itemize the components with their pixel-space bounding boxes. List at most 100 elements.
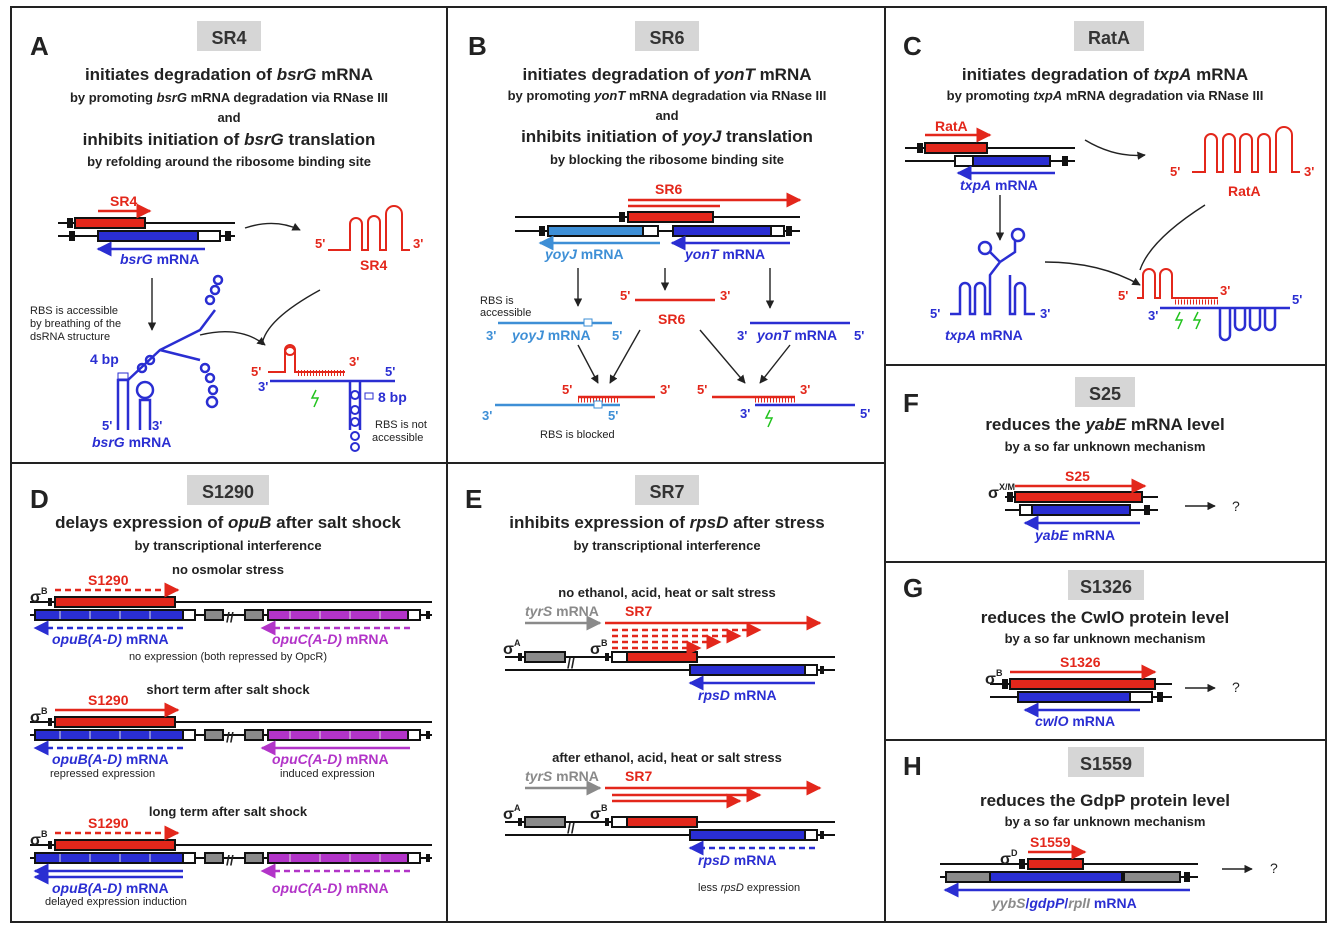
- label-3p-fold: 3': [152, 418, 162, 433]
- merge-arrow-2: [261, 289, 321, 346]
- induced-note: induced expression: [280, 768, 375, 780]
- condition-3: long term after salt shock: [149, 804, 308, 819]
- subtitle-1: by promoting txpA mRNA degradation via R…: [947, 88, 1264, 103]
- srna-tag: [1068, 570, 1144, 600]
- title-1: reduces the yabE mRNA level: [985, 415, 1224, 434]
- subtitle-1: by promoting yonT mRNA degradation via R…: [508, 88, 827, 103]
- label-3p: 3': [1220, 283, 1230, 298]
- panel-letter: C: [903, 31, 922, 61]
- gene-label: S1326: [1060, 654, 1101, 670]
- srna-tag: [1074, 21, 1144, 51]
- merge-arrow: [199, 330, 266, 346]
- gene-label: SR4: [110, 193, 137, 209]
- label-5p: 5': [562, 382, 572, 397]
- srna-tag-label: S1326: [1080, 577, 1132, 597]
- rpsd-mrna-label: rpsD mRNA: [698, 852, 777, 868]
- label-5p-fold: 5': [102, 418, 112, 433]
- panel-letter: D: [30, 484, 49, 514]
- gene-label: SR7: [625, 603, 652, 619]
- curved-arrow: [1084, 139, 1146, 160]
- subtitle-1: by transcriptional interference: [134, 538, 321, 553]
- operon-mrna-label: yybS/gdpP/rplI mRNA: [991, 895, 1137, 911]
- bp4-label: 4 bp: [90, 351, 119, 367]
- label-5p: 5': [930, 306, 940, 321]
- yabe-mrna-label: yabE mRNA: [1034, 527, 1115, 543]
- label-3p: 3': [1304, 164, 1314, 179]
- srna-tag: [197, 21, 261, 51]
- condition-2: short term after salt shock: [146, 682, 310, 697]
- merge-arrow-2: [1139, 204, 1206, 271]
- tyrs-mrna-label: tyrS mRNA: [525, 768, 599, 784]
- subtitle-2: by refolding around the ribosome binding…: [87, 154, 371, 169]
- label-5p: 5': [1170, 164, 1180, 179]
- title-1: initiates degradation of bsrG mRNA: [85, 65, 373, 84]
- panel-a: A SR4 initiates degradation of bsrG mRNA…: [30, 21, 427, 452]
- break-mark: //: [226, 852, 234, 868]
- label-5p: 5': [620, 288, 630, 303]
- less-rpsd-note: less rpsD expression: [698, 882, 800, 894]
- label-3p: 3': [482, 408, 492, 423]
- rbs-blocked: RBS is blocked: [540, 429, 615, 441]
- yoyj-mrna-label: yoyJ mRNA: [544, 246, 624, 262]
- panel-letter: F: [903, 388, 919, 418]
- gene-label: S1559: [1030, 834, 1071, 850]
- srna-tag-label: SR7: [649, 482, 684, 502]
- gene-label: S1290: [88, 692, 129, 708]
- title-1: reduces the GdpP protein level: [980, 791, 1230, 810]
- panel-borders: [10, 6, 1327, 923]
- duplex-a: [268, 344, 395, 452]
- break-mark: //: [567, 820, 575, 836]
- no-expression-note: no expression (both repressed by OpcR): [129, 651, 327, 663]
- label-3p-blue: 3': [258, 379, 268, 394]
- arrow: [609, 329, 641, 384]
- title-1: initiates degradation of txpA mRNA: [962, 65, 1248, 84]
- srna-tag-label: S1559: [1080, 754, 1132, 774]
- merge-arrow: [1044, 261, 1141, 286]
- label-3p: 3': [720, 288, 730, 303]
- rbs-not-2: accessible: [372, 432, 423, 444]
- label-5p: 5': [1292, 292, 1302, 307]
- condition-1: no ethanol, acid, heat or salt stress: [558, 585, 775, 600]
- opuc-mrna-label: opuC(A-D) mRNA: [272, 880, 389, 896]
- srna-tag: [635, 21, 699, 51]
- gene-label: S1290: [88, 572, 129, 588]
- panel-c: C RatA initiates degradation of txpA mRN…: [903, 21, 1314, 343]
- delayed-note: delayed expression induction: [45, 896, 187, 908]
- srna-tag: [1068, 747, 1144, 777]
- panel-g: G S1326 reduces the CwlO protein level b…: [903, 570, 1240, 729]
- subtitle-2: by blocking the ribosome binding site: [550, 152, 784, 167]
- folded-txpa: [950, 227, 1035, 316]
- unknown-q: ?: [1232, 498, 1240, 514]
- bp8-label: 8 bp: [378, 389, 407, 405]
- panel-letter: A: [30, 31, 49, 61]
- repressed-note: repressed expression: [50, 768, 155, 780]
- rbs-not-1: RBS is not: [375, 419, 427, 431]
- unknown-q: ?: [1232, 679, 1240, 695]
- yont-mrna-label: yonT mRNA: [684, 246, 765, 262]
- label-5p: 5': [1118, 288, 1128, 303]
- free-yoyj-label: yoyJ mRNA: [511, 327, 591, 343]
- rbs-note-3: dsRNA structure: [30, 331, 110, 343]
- srna-tag: [1075, 377, 1135, 407]
- srna-tag: [635, 475, 699, 505]
- label-3p: 3': [486, 328, 496, 343]
- panel-f: F S25 reduces the yabE mRNA level by a s…: [903, 377, 1240, 543]
- label-5p-dup: 5': [251, 364, 261, 379]
- duplex-c: [1137, 268, 1290, 342]
- label-3p: 3': [413, 236, 423, 251]
- free-sr4-label: SR4: [360, 257, 387, 273]
- locus-b: [515, 211, 800, 237]
- srna-tag-label: S1290: [202, 482, 254, 502]
- panel-h: H S1559 reduces the GdpP protein level b…: [903, 747, 1278, 911]
- arrow: [759, 344, 791, 384]
- subtitle-1: by promoting bsrG mRNA degradation via R…: [70, 90, 388, 105]
- break-mark: //: [226, 729, 234, 745]
- title-2: inhibits initiation of yoyJ translation: [521, 127, 813, 146]
- free-sr6-label: SR6: [658, 311, 685, 327]
- label-5p: 5': [697, 382, 707, 397]
- locus-f: [1005, 491, 1158, 516]
